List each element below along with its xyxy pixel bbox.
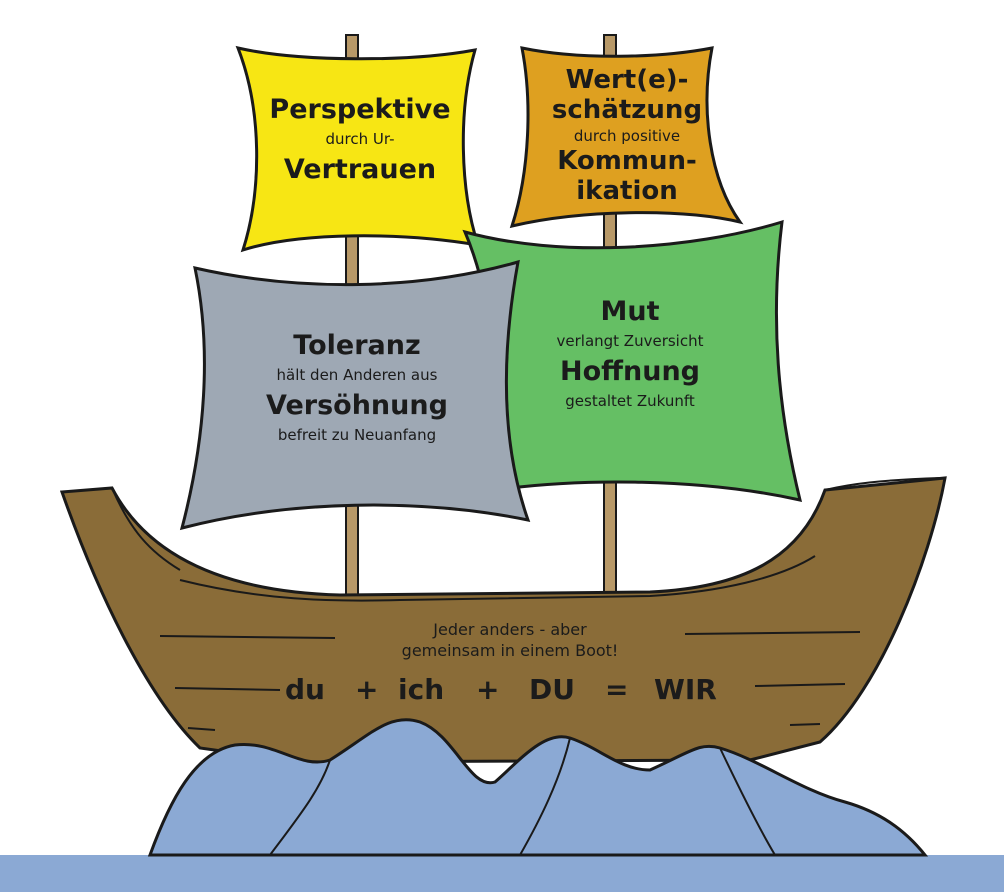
toleranz-label: Toleranz <box>293 330 421 361</box>
stern-inner <box>824 477 941 491</box>
kommun-label: Kommun- <box>557 146 697 177</box>
befreit-label: befreit zu Neuanfang <box>277 426 437 445</box>
eq-plus-2: + <box>476 673 500 706</box>
sail-top-right <box>509 46 744 229</box>
hull-line1: Jeder anders - aber <box>433 620 587 639</box>
hull-caption: Jeder anders - aber gemeinsam in einem B… <box>340 620 680 662</box>
sail-top-right-text: Wert(e)- schätzung durch positive Kommun… <box>527 65 727 207</box>
mut-label: Mut <box>600 296 660 327</box>
haelt-den-anderen-label: hält den Anderen aus <box>276 366 438 385</box>
sail-middle-right-text: Mut verlangt Zuversicht Hoffnung gestalt… <box>520 296 740 417</box>
deck-rail <box>179 555 816 602</box>
durch-positive-label: durch positive <box>573 126 681 145</box>
sail-top-left-text: Perspektive durch Ur- Vertrauen <box>255 94 465 185</box>
waves <box>147 718 929 857</box>
sail-middle-left-text: Toleranz hält den Anderen aus Versöhnung… <box>222 330 492 451</box>
versoehnung-label: Versöhnung <box>266 390 448 422</box>
sea <box>0 855 1004 892</box>
sail-middle-left <box>179 259 531 531</box>
vertrauen-label: Vertrauen <box>283 154 437 186</box>
ikation-label: ikation <box>576 175 678 206</box>
werte-label: Wert(e)- <box>565 65 689 95</box>
wave-lines <box>269 737 776 856</box>
hull-line2: gemeinsam in einem Boot! <box>401 640 619 660</box>
eq-DU: DU <box>529 673 575 706</box>
eq-du: du <box>285 673 325 706</box>
gestaltet-zukunft-label: gestaltet Zukunft <box>565 392 695 411</box>
durch-ur-label: durch Ur- <box>325 130 395 149</box>
eq-WIR: WIR <box>654 673 717 706</box>
perspektive-label: Perspektive <box>269 94 451 125</box>
eq-equals: = <box>605 673 629 706</box>
plank-lines <box>159 631 861 731</box>
eq-plus-1: + <box>355 673 379 706</box>
hoffnung-label: Hoffnung <box>559 356 700 388</box>
schaetzung-label: schätzung <box>551 94 703 125</box>
eq-ich: ich <box>398 673 445 706</box>
verlangt-zuversicht-label: verlangt Zuversicht <box>556 332 704 351</box>
hull <box>59 476 947 764</box>
bow-inner <box>111 487 181 571</box>
